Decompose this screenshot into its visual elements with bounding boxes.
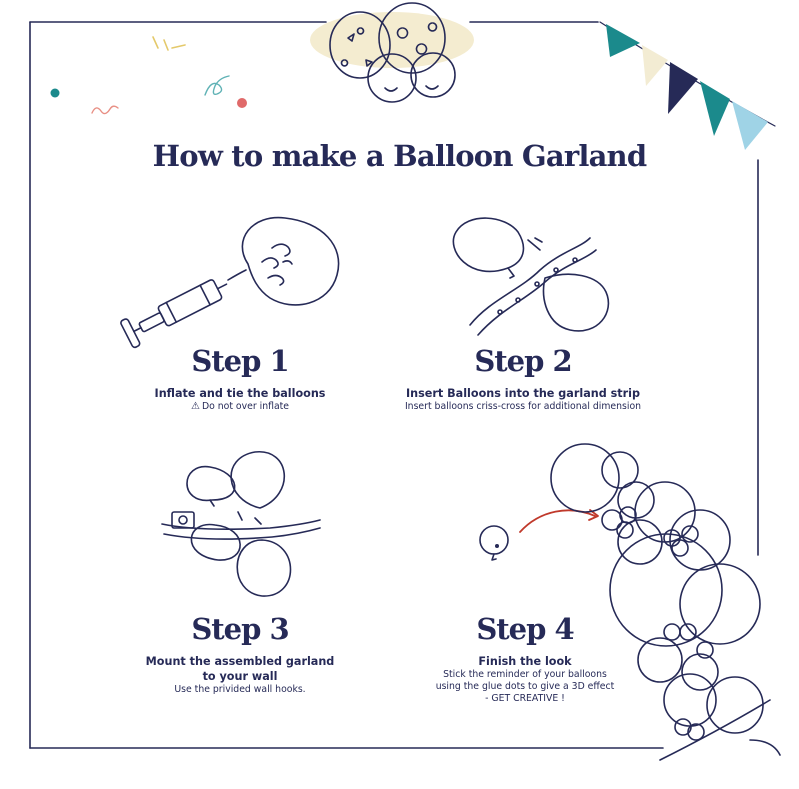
- step-3: Step 3 Mount the assembled garland to yo…: [120, 612, 360, 696]
- page-title: How to make a Balloon Garland: [152, 139, 647, 173]
- step-note: Insert balloons criss-cross for addition…: [404, 401, 642, 412]
- step-2: Step 2 Insert Balloons into the garland …: [370, 344, 676, 413]
- step-description: Finish the look: [478, 655, 572, 668]
- step-heading: Step 3: [191, 612, 289, 646]
- step-description: Inflate and tie the balloons: [154, 387, 326, 400]
- step-4: Step 4 Finish the look Stick the reminde…: [400, 612, 650, 705]
- step-note: Stick the reminder of your balloons usin…: [400, 669, 650, 705]
- step-note: ⚠Do not over inflate: [120, 401, 360, 413]
- garland-mounted-step3: [161, 451, 321, 597]
- step-note-text: Do not over inflate: [201, 401, 290, 412]
- bunting-flags: [599, 21, 776, 150]
- step-description: Mount the assembled garland to your wall: [120, 654, 360, 684]
- pump-illustration: [120, 269, 247, 349]
- warning-icon: ⚠: [190, 401, 200, 412]
- balloon-inflating: [241, 216, 340, 306]
- step-heading: Step 2: [474, 344, 572, 378]
- step-description-line: to your wall: [202, 670, 278, 683]
- step-description-line: Mount the assembled garland: [145, 655, 335, 668]
- confetti-decoration: [50, 36, 247, 115]
- step-1: Step 1 Inflate and tie the balloons ⚠Do …: [120, 344, 360, 413]
- garland-arch-step4: [479, 443, 781, 761]
- balloon-cluster-top: [310, 2, 474, 103]
- step-heading: Step 4: [476, 612, 574, 646]
- step-note-line: - GET CREATIVE !: [485, 693, 565, 704]
- step-description: Insert Balloons into the garland strip: [406, 387, 640, 400]
- step-note-line: Stick the reminder of your balloons: [443, 669, 607, 680]
- page-frame: [29, 21, 759, 749]
- garland-strip-step2: [452, 217, 610, 336]
- step-note: Use the privided wall hooks.: [174, 684, 306, 695]
- step-note-line: using the glue dots to give a 3D effect: [435, 681, 615, 692]
- step-heading: Step 1: [191, 344, 289, 378]
